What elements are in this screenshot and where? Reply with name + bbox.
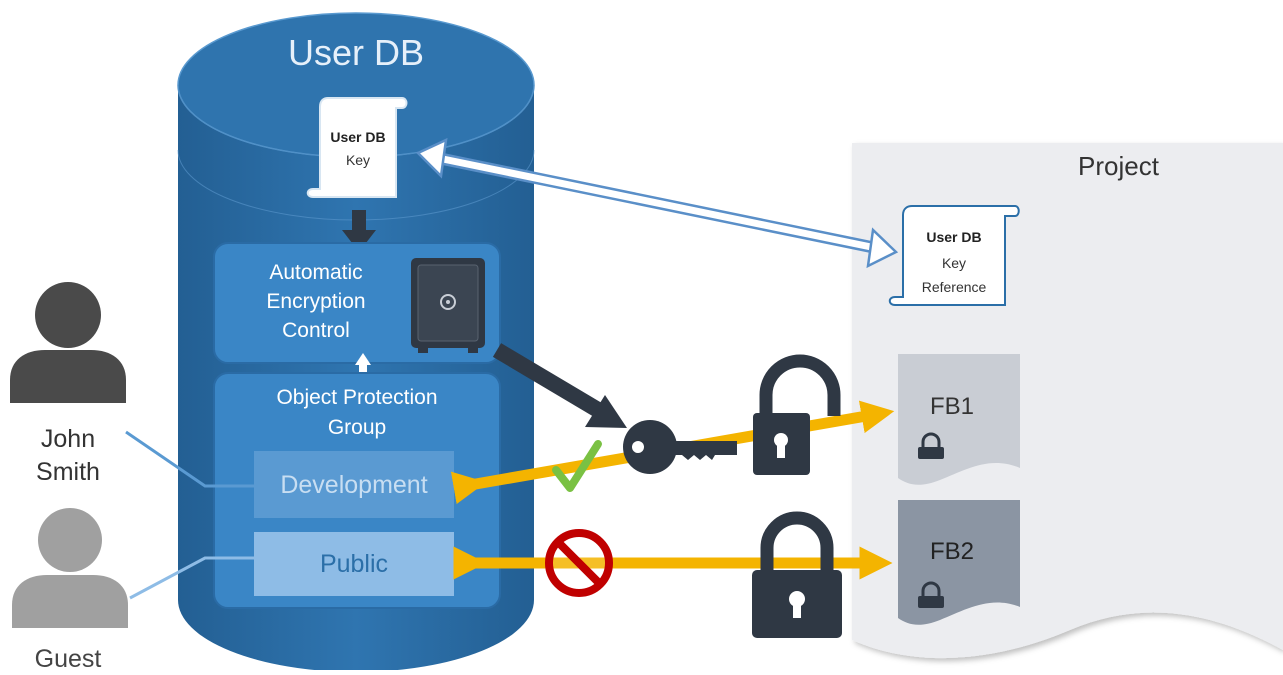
small-lock-icon: [918, 432, 944, 459]
padlock-open-icon: [753, 354, 841, 475]
opg-line1: Object Protection: [276, 386, 437, 409]
fb1-label: FB1: [930, 393, 974, 420]
user-db-key-scroll[interactable]: User DB Key: [306, 97, 408, 198]
keyref-line2: Key: [942, 255, 966, 271]
project-title: Project: [1078, 151, 1160, 181]
guest-label: Guest: [35, 645, 102, 670]
user-icon: [12, 508, 128, 628]
fb2-label: FB2: [930, 538, 974, 565]
key-line2: Key: [346, 152, 370, 168]
fb1-block[interactable]: FB1: [898, 354, 1020, 485]
key-reference-link-arrow: [415, 137, 899, 269]
forbidden-icon: [545, 529, 613, 597]
padlock-closed-icon: [752, 511, 842, 638]
user-icon: [10, 282, 126, 403]
user-guest[interactable]: Guest: [12, 508, 128, 673]
john-line1: John: [41, 425, 95, 453]
john-line2: Smith: [36, 458, 100, 486]
scroll-icon: [306, 97, 408, 198]
opg-line2: Group: [328, 416, 386, 439]
public-group[interactable]: Public: [254, 532, 454, 596]
development-group[interactable]: Development: [254, 451, 454, 518]
fb2-block[interactable]: FB2: [898, 500, 1020, 625]
aec-line2: Encryption: [266, 290, 365, 313]
db-title: User DB: [288, 32, 424, 73]
aec-line3: Control: [282, 319, 350, 342]
key-reference-scroll: User DB Key Reference: [888, 205, 1020, 306]
scroll-icon: [888, 205, 1020, 306]
key-to-aec-arrow: [342, 210, 376, 252]
keyref-line3: Reference: [922, 279, 987, 295]
key-line1: User DB: [330, 129, 385, 145]
guest-connector: [129, 556, 255, 600]
user-john-smith[interactable]: John Smith: [10, 282, 126, 486]
small-lock-icon: [918, 581, 944, 608]
john-connector: [125, 430, 255, 488]
keyref-line1: User DB: [926, 229, 981, 245]
public-label: Public: [320, 550, 388, 578]
aec-line1: Automatic: [269, 261, 362, 284]
development-label: Development: [280, 471, 427, 499]
check-icon: [552, 440, 602, 492]
safe-icon: [411, 258, 485, 353]
key-icon: [623, 420, 737, 474]
